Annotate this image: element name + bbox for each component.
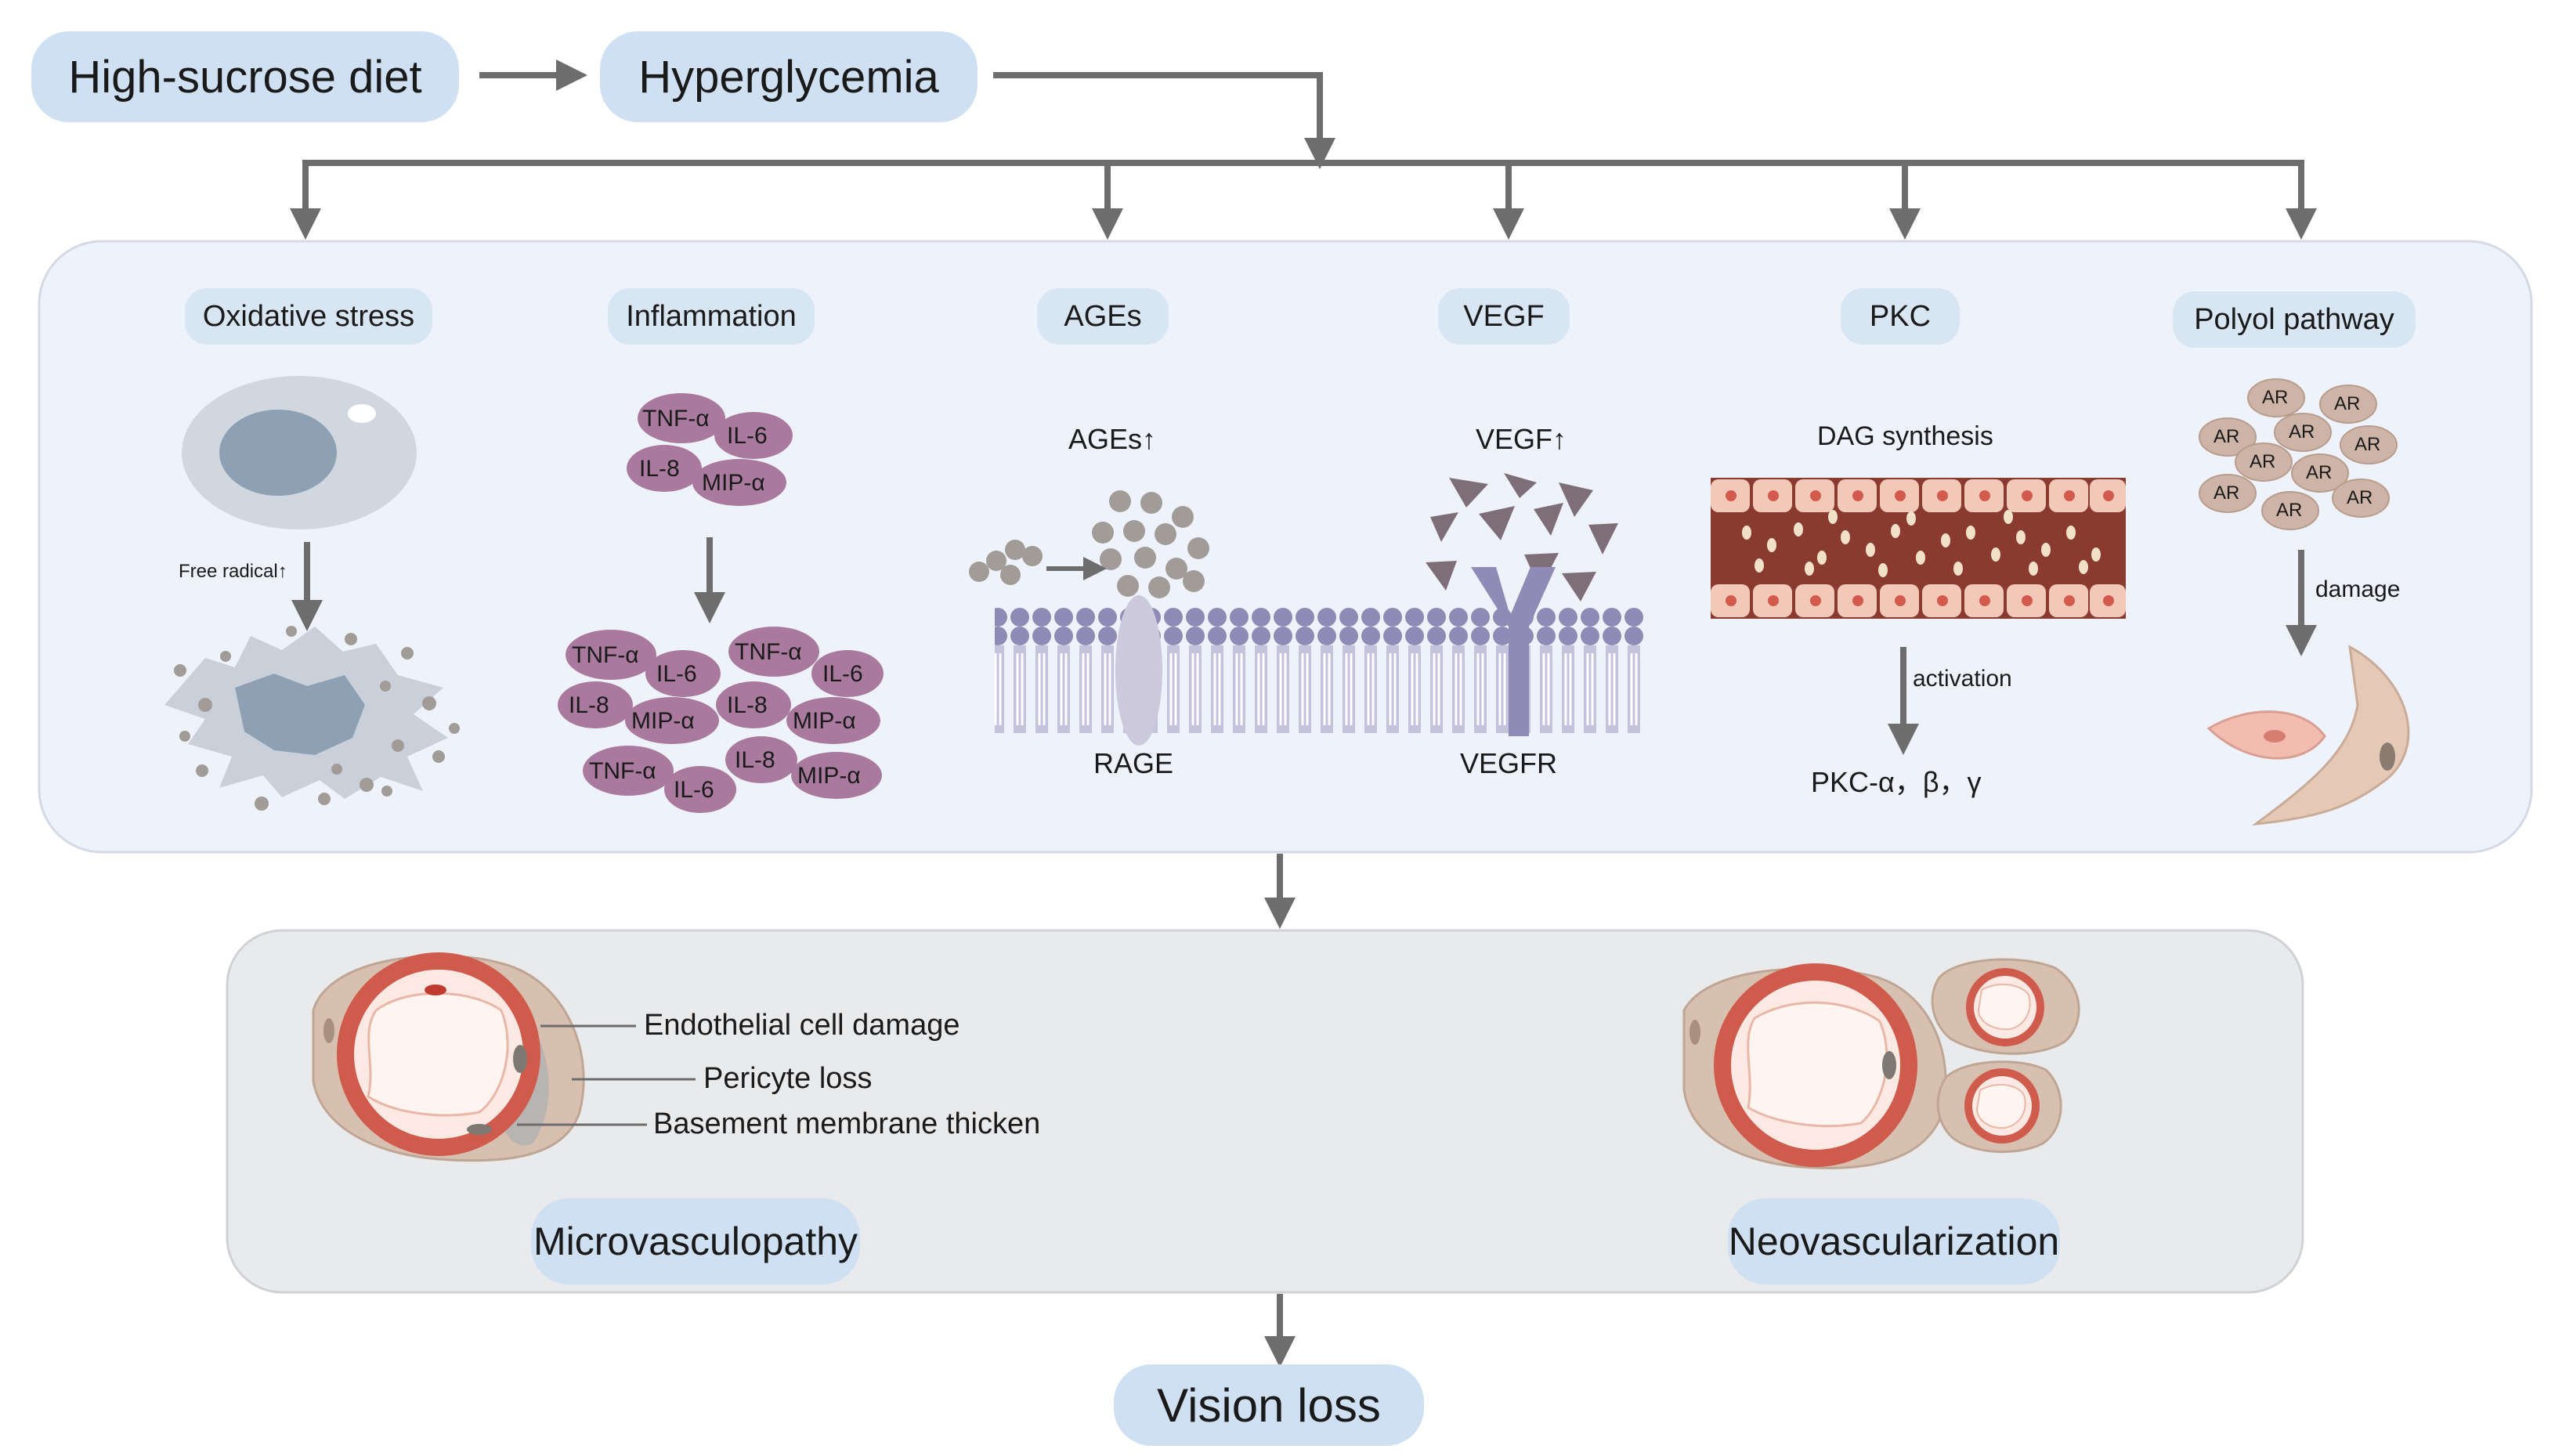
ar-label: AR	[2354, 434, 2381, 455]
oxidative-illustration	[164, 376, 460, 811]
vegf-increase-label: VEGF↑	[1476, 423, 1567, 455]
cytokine-label: TNF-α	[589, 758, 656, 784]
ar-label: AR	[2213, 426, 2240, 447]
ar-label: AR	[2347, 487, 2373, 508]
cytokine-label: IL-6	[656, 661, 697, 687]
rage-receptor	[1115, 595, 1162, 746]
top-connectors	[290, 60, 2317, 240]
vegfr-receptor	[1471, 567, 1556, 736]
cytokine-label: TNF-α	[572, 642, 639, 668]
cytokine-label: IL-6	[822, 661, 863, 687]
cytokine-label: TNF-α	[735, 639, 802, 665]
pkc-illustration	[1711, 478, 2126, 755]
ar-label: AR	[2334, 393, 2361, 414]
polyol-illustration	[2199, 378, 2410, 826]
cytokine-label: IL-8	[639, 456, 680, 482]
ar-label: AR	[2262, 387, 2289, 408]
cytokine-label: IL-8	[735, 747, 775, 773]
cytokine-label: MIP-α	[797, 763, 861, 789]
endothelial-damage-label: Endothelial cell damage	[644, 1009, 960, 1042]
pkc-isoforms-label: PKC-α，β，γ	[1811, 766, 1982, 798]
ar-label: AR	[2306, 462, 2333, 483]
ages-illustration	[969, 490, 1209, 746]
cytokine-label: IL-8	[727, 692, 768, 718]
cytokine-label: IL-6	[727, 423, 768, 449]
cytokine-label: TNF-α	[642, 406, 710, 432]
ar-label: AR	[2289, 421, 2315, 443]
ar-label: AR	[2276, 500, 2303, 521]
cytokine-label: IL-6	[674, 777, 714, 803]
damage-label: damage	[2315, 576, 2401, 602]
microvascular-illustration	[312, 952, 696, 1162]
ages-title: AGEs	[1037, 288, 1169, 345]
free-radical-label: Free radical↑	[179, 561, 287, 582]
pericyte-loss-label: Pericyte loss	[703, 1062, 873, 1095]
vegfr-label: VEGFR	[1460, 747, 1558, 779]
microvasculopathy-node: Microvasculopathy	[531, 1198, 860, 1284]
dag-synthesis-label: DAG synthesis	[1817, 421, 1993, 451]
rage-label: RAGE	[1093, 747, 1174, 779]
vision-loss-node: Vision loss	[1114, 1364, 1424, 1446]
cytokine-label: IL-8	[569, 692, 609, 718]
polyol-pathway-title: Polyol pathway	[2173, 291, 2416, 348]
cytokine-label: MIP-α	[631, 708, 695, 734]
cell-membrane	[995, 608, 1643, 733]
high-sucrose-diet-node: High-sucrose diet	[31, 31, 459, 122]
vegf-title: VEGF	[1438, 288, 1570, 345]
inflammation-title: Inflammation	[608, 288, 815, 345]
ar-label: AR	[2213, 482, 2240, 504]
ar-label: AR	[2250, 451, 2276, 472]
activation-label: activation	[1913, 666, 2012, 692]
neovascularization-node: Neovascularization	[1728, 1198, 2060, 1284]
hyperglycemia-node: Hyperglycemia	[600, 31, 978, 122]
neovascular-illustration	[1682, 958, 2080, 1169]
cytokine-label: MIP-α	[702, 470, 765, 496]
vegf-illustration	[1426, 473, 1618, 736]
oxidative-stress-title: Oxidative stress	[185, 288, 432, 345]
inflammation-illustration	[558, 393, 884, 813]
ages-increase-label: AGEs↑	[1068, 423, 1157, 455]
pkc-title: PKC	[1841, 288, 1960, 345]
basement-membrane-label: Basement membrane thicken	[653, 1107, 1041, 1140]
cytokine-label: MIP-α	[793, 708, 856, 734]
